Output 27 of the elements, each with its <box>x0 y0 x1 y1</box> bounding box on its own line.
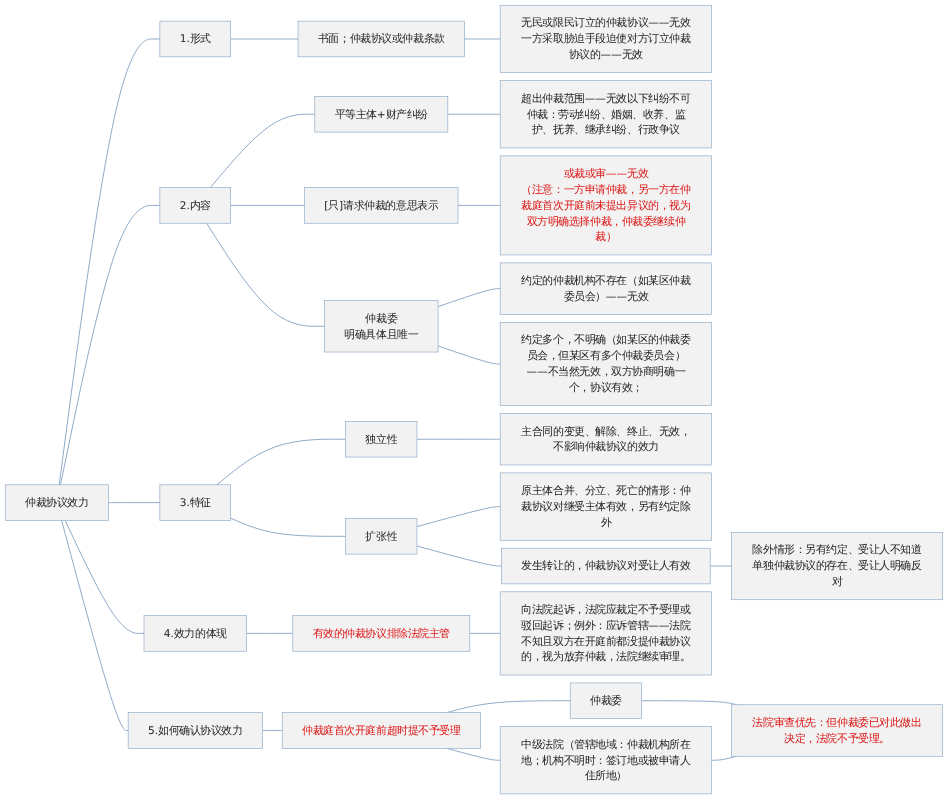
connector <box>437 288 501 308</box>
connector <box>61 520 129 732</box>
connector <box>216 439 347 486</box>
connector <box>711 756 738 762</box>
connector <box>230 518 347 538</box>
connector <box>107 502 161 504</box>
connector <box>230 38 299 40</box>
connector <box>230 205 305 207</box>
connector <box>64 520 145 635</box>
connector <box>446 748 501 762</box>
connector <box>469 633 501 635</box>
connector <box>60 205 161 486</box>
connector <box>464 38 501 40</box>
connector <box>447 114 501 116</box>
connector <box>416 545 502 567</box>
connector <box>261 730 283 732</box>
connector <box>58 38 161 486</box>
connector <box>457 205 501 207</box>
connector <box>416 439 501 441</box>
connector <box>416 506 501 528</box>
connector <box>209 114 316 189</box>
connector <box>446 700 571 714</box>
connector <box>437 345 501 365</box>
connector <box>246 633 294 635</box>
connector <box>641 700 738 706</box>
connector <box>709 565 732 567</box>
connector <box>206 223 325 328</box>
